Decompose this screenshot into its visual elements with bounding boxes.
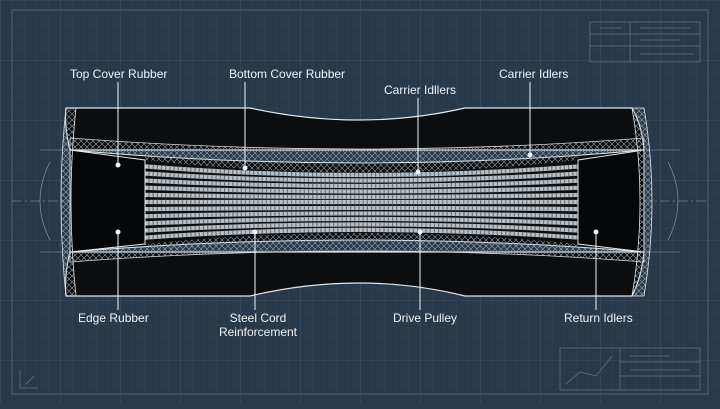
edge-rubber-right <box>578 150 644 252</box>
label-return-idlers: Return Idlers <box>564 311 633 325</box>
label-carrier-idlers-center: Carrier Idllers <box>384 83 456 97</box>
steel-cord <box>140 195 584 197</box>
label-carrier-idlers-right: Carrier Idlers <box>499 67 568 81</box>
label-bottom-cover-rubber: Bottom Cover Rubber <box>229 67 345 81</box>
label-top-cover-rubber: Top Cover Rubber <box>70 67 167 81</box>
label-edge-rubber: Edge Rubber <box>78 311 149 325</box>
label-steel-cord-line1: Steel Cord <box>215 311 301 325</box>
label-drive-pulley: Drive Pulley <box>393 311 457 325</box>
steel-cord <box>140 208 584 209</box>
edge-rubber-left <box>70 150 145 252</box>
label-steel-cord-line2: Reinforcement <box>215 325 301 339</box>
label-steel-cord-reinforcement: Steel Cord Reinforcement <box>215 311 301 339</box>
